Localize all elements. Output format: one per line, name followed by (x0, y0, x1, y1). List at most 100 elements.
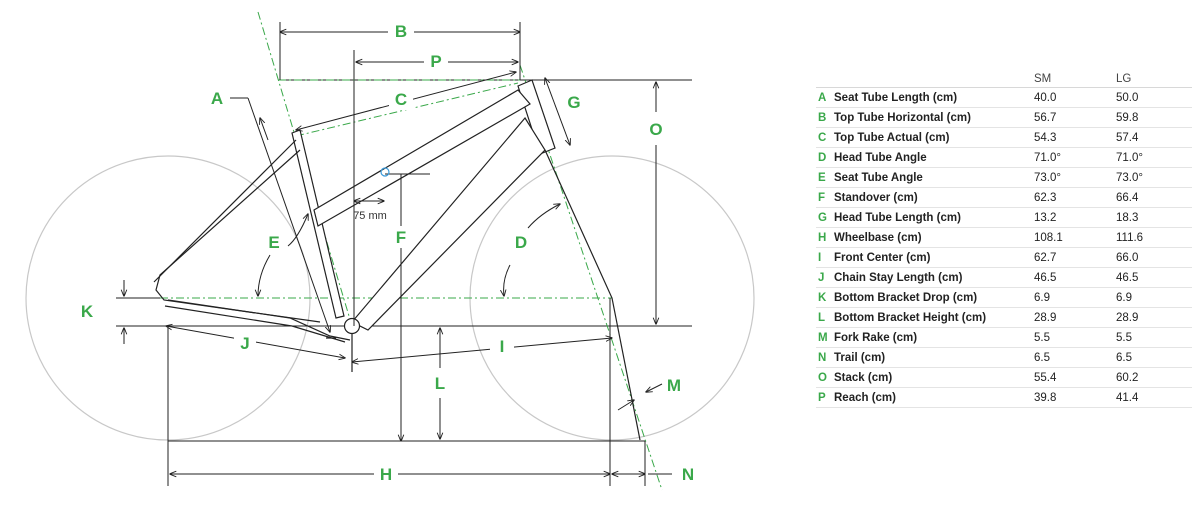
label-A: A (211, 89, 223, 108)
cell-name: Seat Tube Length (cm) (834, 87, 1034, 108)
cell-name: Bottom Bracket Height (cm) (834, 307, 1034, 328)
cell-lg: 73.0° (1116, 167, 1192, 188)
cell-lg: 66.0 (1116, 247, 1192, 268)
cell-lg: 59.8 (1116, 107, 1192, 128)
cell-name: Seat Tube Angle (834, 167, 1034, 188)
cell-sm: 5.5 (1034, 327, 1116, 348)
label-75mm: 75 mm (353, 210, 387, 222)
cell-name: Chain Stay Length (cm) (834, 267, 1034, 288)
dim-E-arc (258, 254, 271, 296)
label-I: I (500, 337, 505, 356)
cell-lg: 111.6 (1116, 227, 1192, 248)
label-J: J (240, 334, 249, 353)
fork (544, 149, 641, 441)
label-O: O (649, 120, 662, 139)
dim-D-arc (504, 264, 511, 296)
cell-sm: 73.0° (1034, 167, 1116, 188)
cell-lg: 66.4 (1116, 187, 1192, 208)
cell-sm: 46.5 (1034, 267, 1116, 288)
cell-name: Wheelbase (cm) (834, 227, 1034, 248)
label-C: C (395, 90, 407, 109)
header-name (834, 70, 1034, 88)
cell-key: H (816, 227, 834, 248)
cell-name: Head Tube Angle (834, 147, 1034, 168)
cell-name: Trail (cm) (834, 347, 1034, 368)
header-lg: LG (1116, 70, 1192, 88)
cell-name: Reach (cm) (834, 387, 1034, 408)
label-E: E (268, 233, 279, 252)
cell-sm: 62.7 (1034, 247, 1116, 268)
cell-key: J (816, 267, 834, 288)
cell-sm: 28.9 (1034, 307, 1116, 328)
cell-name: Fork Rake (cm) (834, 327, 1034, 348)
cell-key: E (816, 167, 834, 188)
dim-G-line (545, 78, 570, 145)
cell-lg: 71.0° (1116, 147, 1192, 168)
label-L: L (435, 374, 445, 393)
cell-lg: 28.9 (1116, 307, 1192, 328)
cell-sm: 108.1 (1034, 227, 1116, 248)
cell-sm: 6.9 (1034, 287, 1116, 308)
cell-key: C (816, 127, 834, 148)
cell-key: P (816, 387, 834, 408)
label-K: K (81, 302, 94, 321)
cell-sm: 40.0 (1034, 87, 1116, 108)
cell-sm: 54.3 (1034, 127, 1116, 148)
cell-key: K (816, 287, 834, 308)
cell-sm: 6.5 (1034, 347, 1116, 368)
cell-sm: 71.0° (1034, 147, 1116, 168)
label-B: B (395, 22, 407, 41)
cell-lg: 41.4 (1116, 387, 1192, 408)
cell-lg: 50.0 (1116, 87, 1192, 108)
table-header-row: SM LG (816, 70, 1192, 88)
cell-name: Top Tube Actual (cm) (834, 127, 1034, 148)
cell-lg: 6.9 (1116, 287, 1192, 308)
cell-key: F (816, 187, 834, 208)
cell-name: Standover (cm) (834, 187, 1034, 208)
cell-sm: 62.3 (1034, 187, 1116, 208)
cell-key: A (816, 87, 834, 108)
dim-M-line (617, 400, 634, 411)
label-D: D (515, 233, 527, 252)
label-P: P (430, 52, 441, 71)
cell-name: Front Center (cm) (834, 247, 1034, 268)
dim-I-line (352, 338, 612, 362)
cell-lg: 46.5 (1116, 267, 1192, 288)
cell-lg: 60.2 (1116, 367, 1192, 388)
cell-key: M (816, 327, 834, 348)
cell-key: L (816, 307, 834, 328)
label-G: G (567, 93, 580, 112)
cell-sm: 13.2 (1034, 207, 1116, 228)
standover-point-icon (380, 167, 390, 177)
cell-sm: 55.4 (1034, 367, 1116, 388)
header-sm: SM (1034, 70, 1116, 88)
cell-name: Top Tube Horizontal (cm) (834, 107, 1034, 128)
cell-sm: 56.7 (1034, 107, 1116, 128)
bike-geometry-diagram: B P C A G O F 75 mm E D I J K L (25, 11, 755, 491)
cell-name: Head Tube Length (cm) (834, 207, 1034, 228)
label-H: H (380, 465, 392, 484)
cell-lg: 6.5 (1116, 347, 1192, 368)
cell-name: Stack (cm) (834, 367, 1034, 388)
cell-lg: 57.4 (1116, 127, 1192, 148)
cell-sm: 39.8 (1034, 387, 1116, 408)
cell-key: I (816, 247, 834, 268)
steering-axis-line (519, 64, 663, 491)
cell-key: O (816, 367, 834, 388)
label-F: F (396, 228, 406, 247)
